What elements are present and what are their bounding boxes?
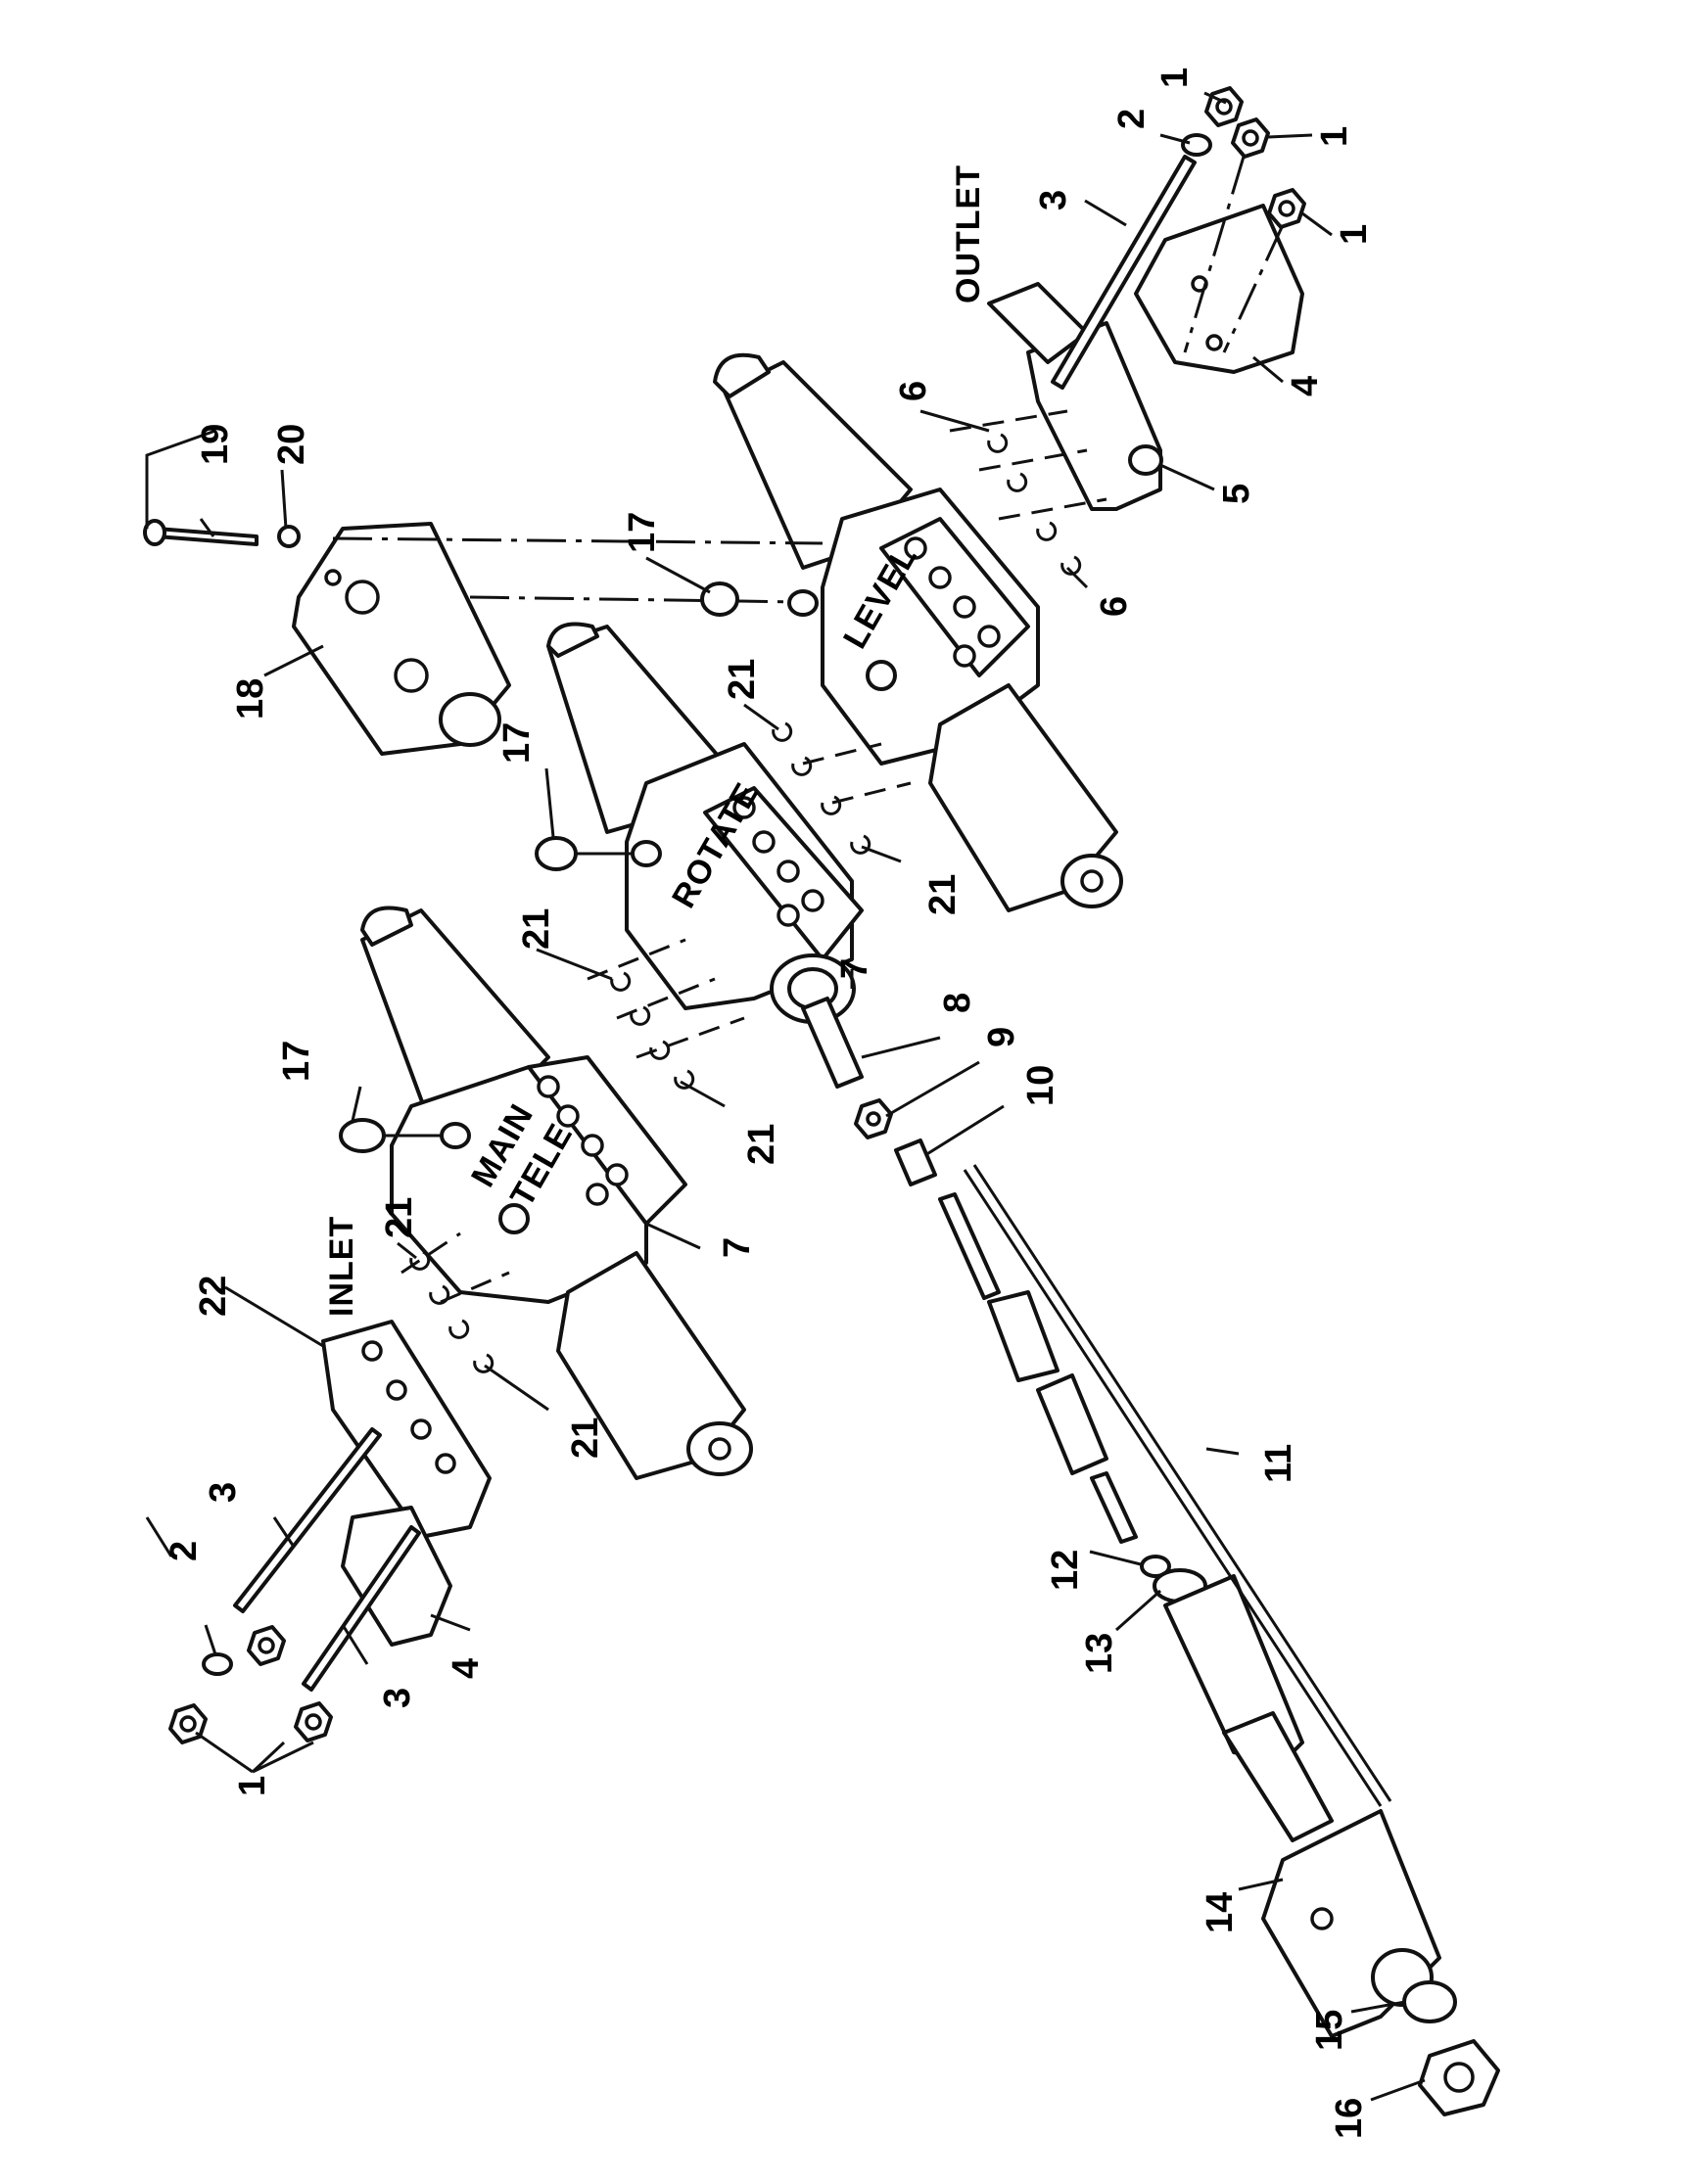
callout-21f: 21 — [565, 1417, 606, 1459]
callout-3a: 3 — [1033, 190, 1074, 210]
callout-2a: 2 — [1111, 109, 1153, 129]
callout-21e: 21 — [379, 1197, 420, 1238]
callout-7a: 7 — [834, 958, 875, 979]
callout-2b: 2 — [164, 1541, 205, 1561]
o-ring-17-tele — [339, 1118, 386, 1153]
callout-14: 14 — [1200, 1892, 1241, 1933]
callout-18: 18 — [230, 678, 271, 720]
callout-3b: 3 — [203, 1482, 244, 1503]
callout-11: 11 — [1258, 1444, 1299, 1483]
outlet-assembly — [987, 86, 1306, 511]
callout-8: 8 — [937, 993, 978, 1013]
callout-6a: 6 — [893, 381, 934, 401]
level-valve-section — [713, 352, 1123, 912]
callout-21a: 21 — [722, 659, 763, 700]
leader-lines — [145, 91, 1426, 2102]
outlet-bracket — [1134, 204, 1304, 374]
callout-20: 20 — [271, 424, 312, 465]
callout-21b: 21 — [922, 874, 964, 915]
washer-20 — [277, 525, 301, 548]
spacer — [987, 1290, 1059, 1382]
callout-6b: 6 — [1094, 596, 1135, 617]
outlet-tie-rod — [1051, 155, 1197, 390]
callout-10: 10 — [1020, 1065, 1061, 1106]
pin — [1090, 1471, 1138, 1544]
callout-4b: 4 — [446, 1658, 487, 1679]
inlet-bracket — [341, 1506, 452, 1647]
callout-19: 19 — [195, 424, 236, 465]
callout-21d: 21 — [741, 1124, 782, 1165]
callout-9: 9 — [981, 1027, 1022, 1047]
callout-22: 22 — [193, 1276, 234, 1317]
rod-11 — [963, 1164, 1392, 1807]
bolt-19 — [155, 527, 259, 546]
rotate-valve-section — [535, 622, 912, 1024]
callout-1d: 1 — [232, 1776, 273, 1796]
inlet-tie-rod-upper — [233, 1427, 382, 1613]
o-ring-17-level — [700, 581, 739, 617]
callout-12: 12 — [1045, 1550, 1086, 1591]
callout-1b: 1 — [1314, 126, 1355, 147]
sleeve — [1036, 1373, 1108, 1475]
washer-15 — [1402, 1980, 1457, 2023]
o-ring-17-rotate — [535, 836, 578, 871]
callout-5: 5 — [1216, 484, 1257, 504]
callout-4a: 4 — [1285, 376, 1326, 396]
spring-10 — [894, 1138, 937, 1186]
callout-17a: 17 — [622, 512, 663, 553]
inlet-washer-2 — [202, 1652, 233, 1676]
callout-1c: 1 — [1334, 224, 1375, 245]
callout-3c: 3 — [377, 1688, 418, 1708]
inlet-tie-rod-lower — [302, 1525, 421, 1692]
fitting-shaft — [1222, 1711, 1334, 1842]
callout-15: 15 — [1309, 2010, 1350, 2051]
inlet-assembly — [168, 1231, 510, 1744]
spool-detent-assembly — [801, 997, 1500, 2116]
callout-17c: 17 — [276, 1041, 317, 1082]
main-tele-valve-section — [339, 906, 753, 1480]
callout-7b: 7 — [717, 1237, 758, 1258]
rod-section — [938, 1192, 1001, 1300]
callout-21c: 21 — [516, 908, 557, 950]
outlet-washer-2 — [1181, 133, 1212, 157]
callout-17b: 17 — [496, 722, 538, 764]
inlet-end-block — [321, 1320, 492, 1539]
callout-16: 16 — [1329, 2098, 1370, 2139]
label-outlet: OUTLET — [950, 164, 987, 303]
relief-block-assembly — [143, 519, 824, 756]
callout-1a: 1 — [1154, 68, 1196, 88]
o-ring-12 — [1140, 1555, 1171, 1578]
callout-13: 13 — [1079, 1633, 1120, 1674]
label-inlet: INLET — [323, 1216, 360, 1317]
spool-8 — [801, 997, 864, 1089]
